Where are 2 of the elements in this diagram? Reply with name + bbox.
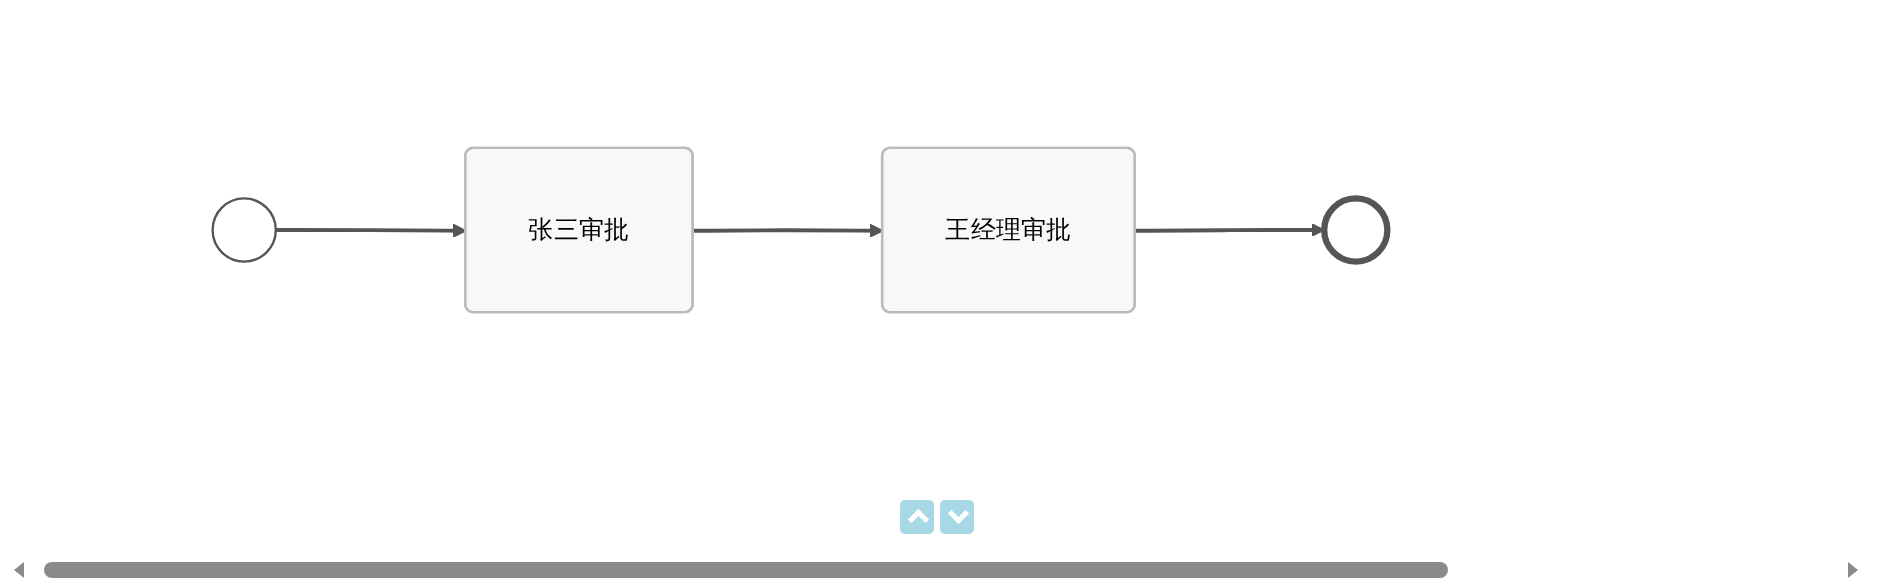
node-circle xyxy=(1321,195,1391,265)
node-circle xyxy=(211,197,277,263)
